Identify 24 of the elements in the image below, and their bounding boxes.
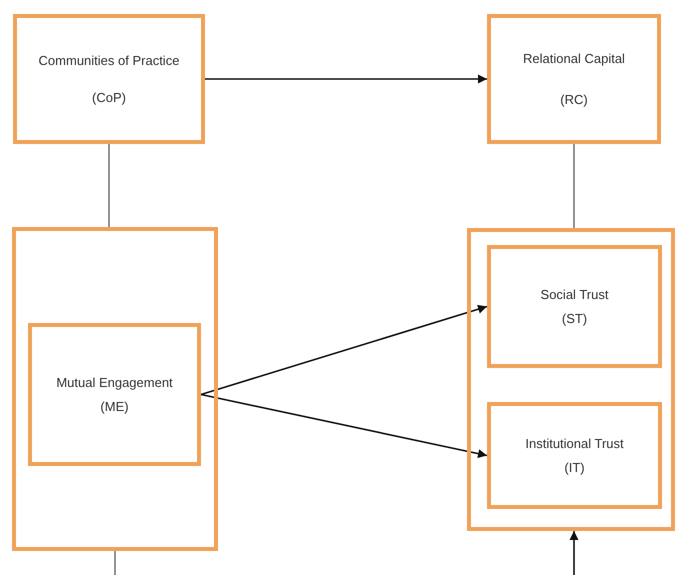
box-label: Relational Capital: [523, 50, 625, 68]
arrow: [200, 304, 488, 396]
box-label: (RC): [560, 91, 588, 109]
box-label: (ST): [562, 310, 588, 328]
box-label: Institutional Trust: [525, 435, 624, 453]
concept-box: [487, 402, 662, 509]
box-label: Social Trust: [540, 286, 608, 304]
concept-box: [28, 323, 201, 466]
connector-line: [573, 144, 575, 228]
arrow: [205, 74, 487, 84]
box-label: (IT): [564, 458, 585, 477]
group-box: [467, 228, 675, 531]
arrow: [200, 394, 488, 458]
concept-box: [487, 245, 662, 368]
box-label: (ME): [100, 398, 129, 416]
connector-line: [114, 551, 116, 575]
connector-line: [108, 144, 110, 227]
arrow: [570, 531, 578, 575]
box-label: Mutual Engagement: [56, 374, 173, 392]
box-label: (CoP): [92, 89, 126, 107]
box-label: Communities of Practice: [38, 52, 180, 70]
concept-box: [487, 14, 661, 144]
concept-box: [13, 14, 205, 144]
group-box: [12, 227, 218, 551]
